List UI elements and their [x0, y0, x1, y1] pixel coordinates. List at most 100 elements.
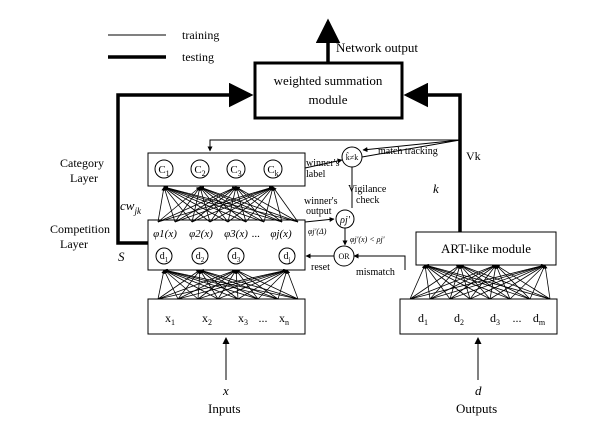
competition-layer-box — [147, 219, 306, 271]
art-connection — [489, 264, 498, 300]
output-node-label: d2 — [454, 311, 464, 327]
category-connection — [157, 186, 237, 223]
category-connection — [235, 186, 299, 223]
art-connection — [424, 264, 531, 300]
input-connection — [217, 269, 288, 300]
art-connection — [495, 264, 511, 300]
input-connection — [177, 269, 201, 300]
inputs-label: Inputs — [208, 401, 241, 416]
art-connection — [429, 264, 497, 300]
category-connection — [163, 186, 229, 223]
input-connection — [237, 269, 288, 300]
rho-label: ρj' — [339, 215, 351, 226]
input-connection — [199, 269, 299, 300]
art-connection — [424, 264, 471, 300]
testing-path-left — [116, 82, 254, 245]
competition-node-label: d3 — [232, 251, 241, 264]
category-connection — [157, 186, 274, 223]
output-node-label: d3 — [490, 311, 500, 327]
competition-node-label: d2 — [196, 251, 205, 264]
art-connection — [469, 264, 497, 300]
input-connection — [277, 269, 288, 300]
input-connection — [157, 269, 237, 300]
condition-label: φj'(x) < ρj' — [350, 235, 385, 244]
phi-label: φ3(x) — [224, 228, 248, 240]
legend-testing: testing — [182, 50, 214, 64]
input-connection — [199, 269, 239, 300]
winners-output-2: output — [306, 206, 332, 217]
art-connection — [459, 264, 511, 300]
category-connection — [163, 186, 211, 223]
network-output-label: Network output — [336, 40, 418, 55]
legend: training testing — [108, 28, 219, 64]
phi-label: φ1(x) — [153, 228, 177, 240]
art-connection — [469, 264, 546, 300]
connections — [157, 140, 551, 300]
or-label: OR — [338, 252, 350, 261]
art-connection — [459, 264, 471, 300]
outputs-label: Outputs — [456, 401, 497, 416]
art-connection — [459, 264, 491, 300]
category-node — [226, 159, 246, 179]
category-connection — [263, 186, 275, 223]
art-like-module — [415, 231, 557, 266]
category-connection — [163, 186, 193, 223]
x-symbol: x — [222, 383, 229, 398]
vigilance-label-1: Vigilance — [348, 184, 387, 195]
input-connection — [163, 268, 279, 300]
category-connection — [163, 186, 176, 223]
vk-label: Vk — [466, 149, 481, 163]
input-connection — [197, 269, 288, 300]
phi-label: φ2(x) — [189, 228, 213, 240]
art-connection — [424, 264, 511, 300]
category-connection — [157, 186, 201, 223]
mismatch-label: mismatch — [356, 267, 395, 278]
art-connection — [409, 264, 426, 300]
phi-delta-label: φj'(Δ) — [308, 227, 327, 236]
category-connection — [163, 186, 247, 223]
input-connection — [177, 269, 237, 300]
category-connection — [163, 186, 265, 223]
phi-label: φj(x) — [270, 228, 292, 240]
testing-path-right — [403, 82, 462, 232]
art-connection — [423, 264, 431, 300]
category-layer-label-2: Layer — [70, 171, 98, 185]
competition-node — [278, 247, 296, 265]
input-connection — [157, 269, 201, 300]
output-layer-box — [399, 298, 558, 335]
winners-label-2: label — [306, 169, 326, 180]
s-label: S — [118, 249, 125, 264]
input-connection — [163, 269, 219, 300]
art-connection — [409, 264, 461, 300]
input-connection — [199, 269, 279, 300]
input-layer-box — [147, 298, 306, 335]
winners-label-1: winner's — [306, 158, 340, 169]
input-connection — [163, 268, 299, 300]
competition-layer-label-1: Competition — [50, 222, 110, 236]
output-node-label: d1 — [418, 311, 428, 327]
winners-label-arrow — [304, 158, 343, 169]
category-node-label: C3 — [230, 164, 241, 178]
category-node — [154, 159, 174, 179]
k-label: k — [433, 181, 439, 196]
input-node-label: ... — [259, 311, 268, 325]
art-connection — [529, 264, 546, 300]
input-connection — [163, 269, 239, 300]
category-connection — [157, 186, 166, 223]
mismatch-arrow — [353, 253, 406, 270]
input-connection — [199, 269, 259, 300]
art-module-label: ART-like module — [441, 241, 531, 256]
input-connection — [257, 269, 288, 300]
input-connection — [199, 269, 219, 300]
art-connection — [449, 264, 461, 300]
category-node-label: Ck — [267, 164, 278, 178]
category-connection — [199, 186, 283, 223]
input-connection — [163, 269, 179, 300]
k-to-check-arrow — [362, 139, 461, 153]
category-connection — [272, 186, 299, 223]
input-connection — [163, 269, 199, 300]
d-symbol: d — [475, 383, 482, 398]
art-connection — [509, 264, 546, 300]
